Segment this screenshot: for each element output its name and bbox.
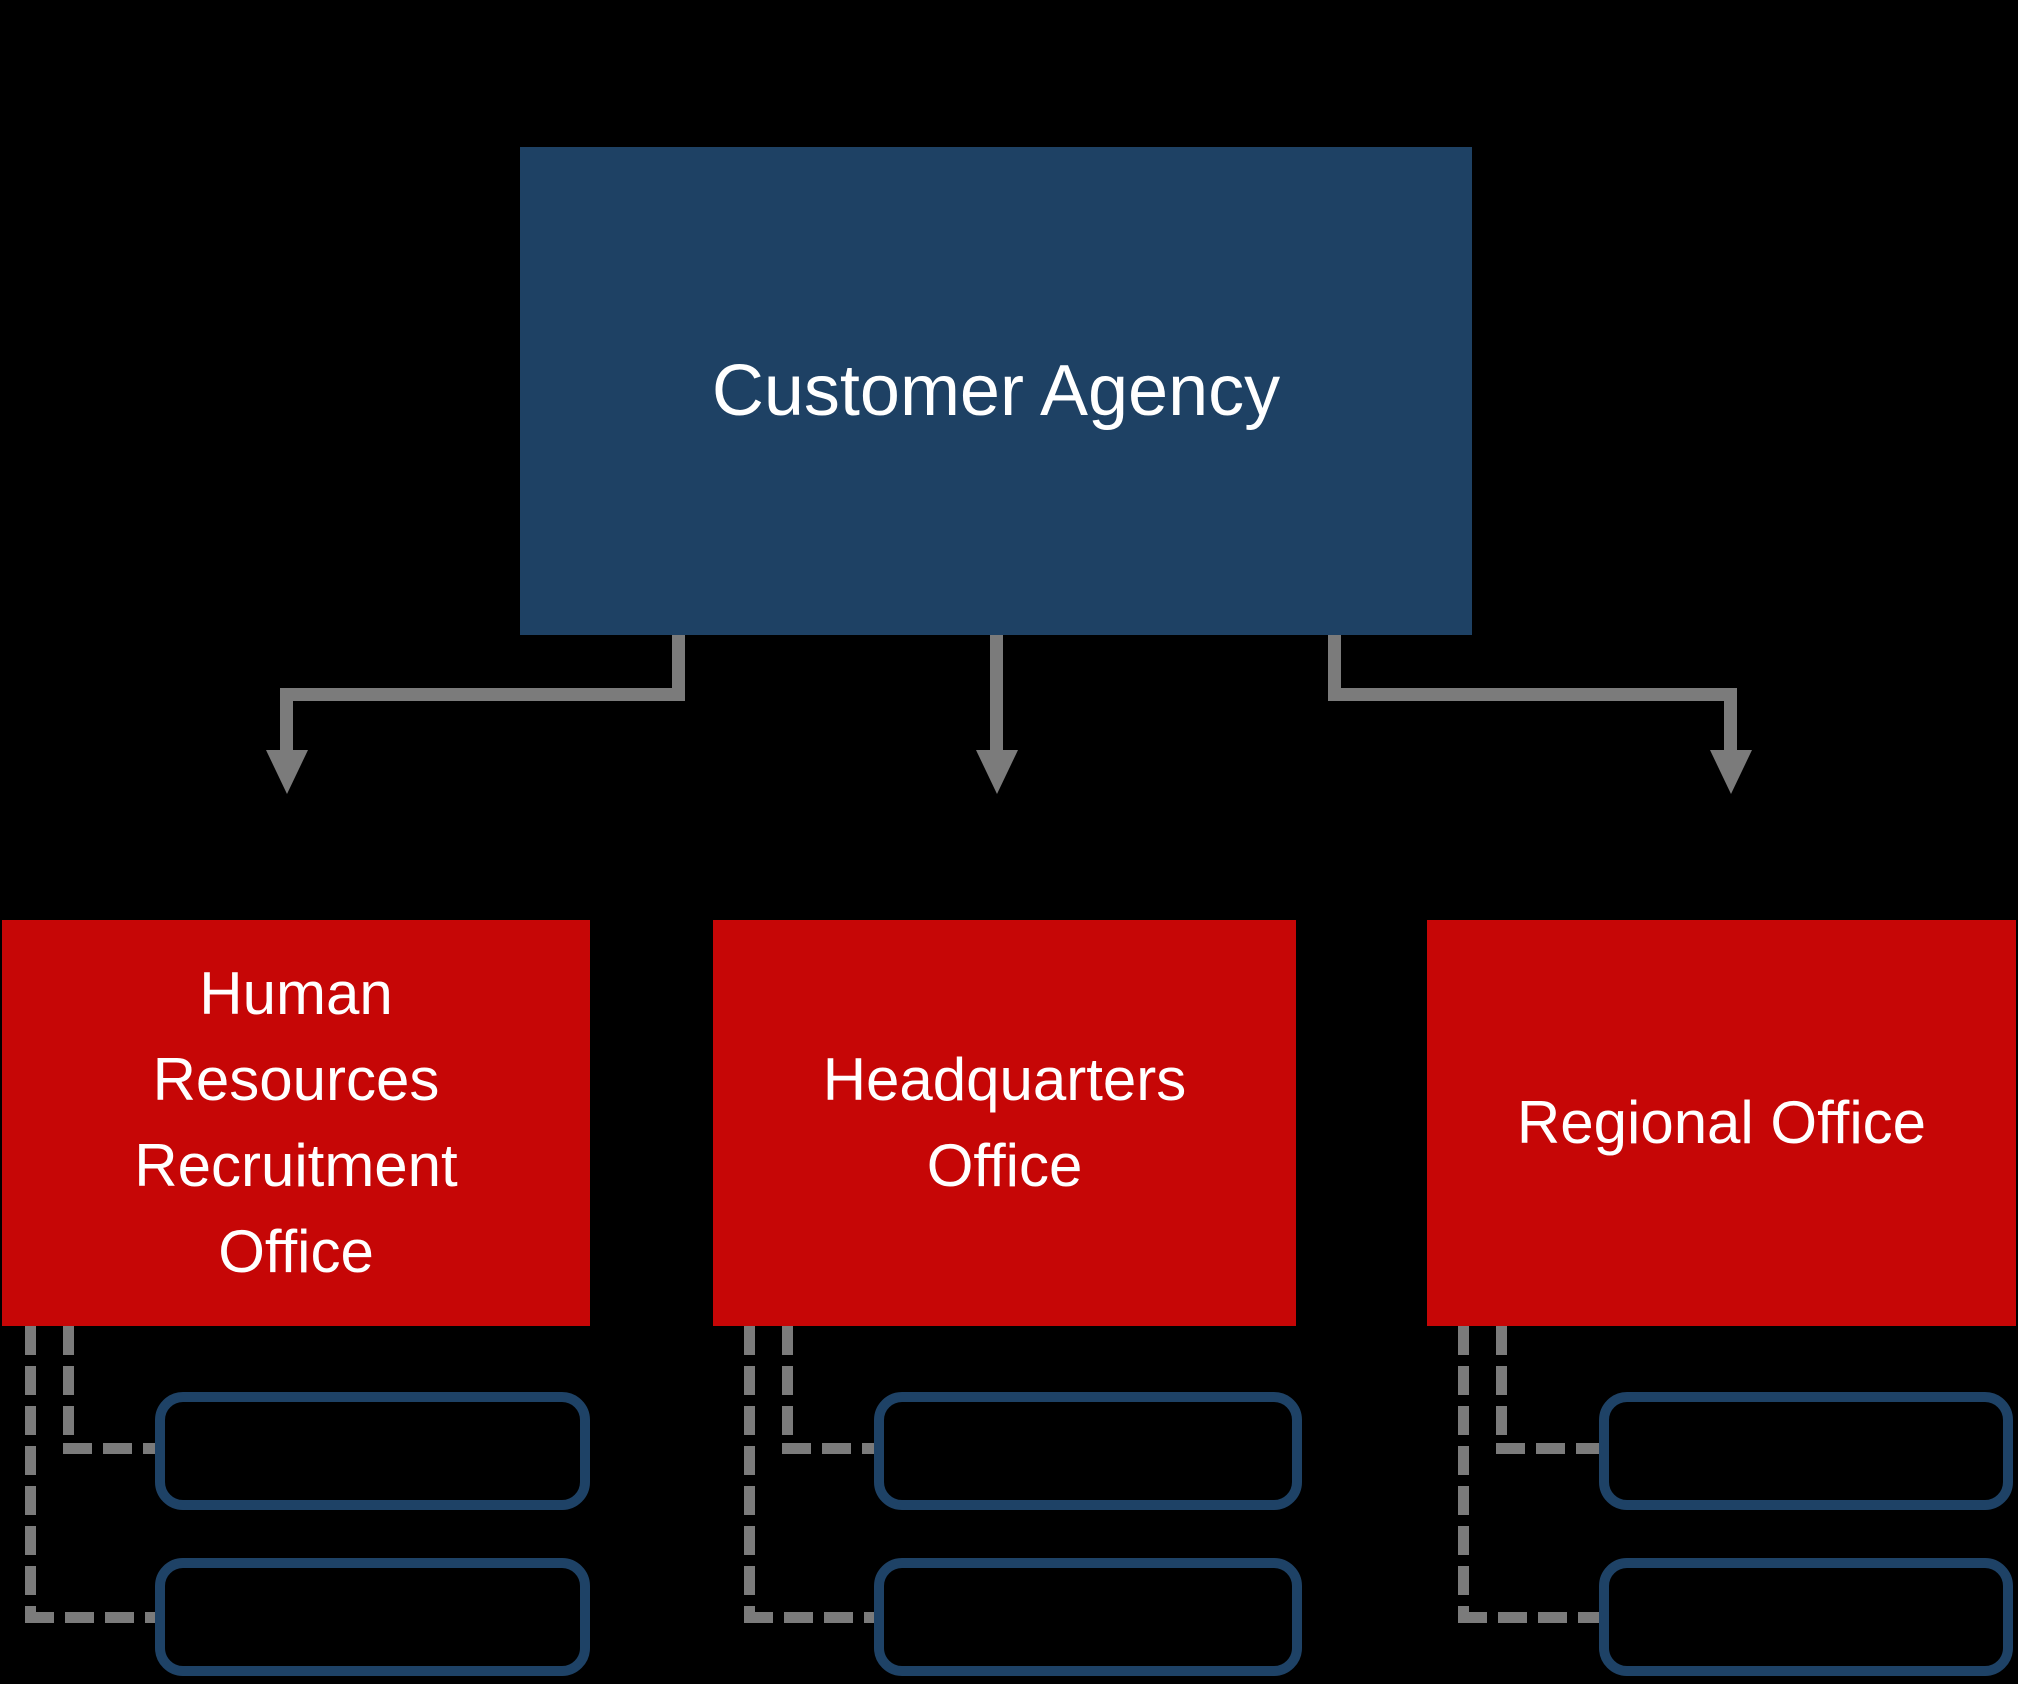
sub-box bbox=[874, 1558, 1302, 1676]
connector-left-horizontal bbox=[280, 688, 685, 701]
connector-right-stub bbox=[1328, 635, 1341, 701]
connector-left-drop bbox=[280, 701, 293, 752]
arrowhead-down-right bbox=[1710, 750, 1752, 794]
sub-box bbox=[874, 1392, 1302, 1510]
node-customer-agency-label: Customer Agency bbox=[711, 350, 1281, 431]
office-label-line: Recruitment bbox=[134, 1132, 458, 1199]
dashed-connector-horizontal bbox=[1458, 1612, 1599, 1623]
office-label-line: Office bbox=[218, 1218, 374, 1285]
node-headquarters-office: Headquarters Office bbox=[713, 920, 1296, 1326]
connector-middle-drop bbox=[990, 635, 1003, 752]
arrowhead-down-left bbox=[266, 750, 308, 794]
dashed-connector-horizontal bbox=[1496, 1443, 1599, 1454]
sub-box bbox=[155, 1558, 590, 1676]
sub-box bbox=[1599, 1392, 2013, 1510]
office-label-line: Resources bbox=[152, 1046, 440, 1113]
office-label-line: Office bbox=[926, 1132, 1083, 1199]
connector-left-stub bbox=[672, 635, 685, 701]
dashed-connector-vertical bbox=[1458, 1326, 1469, 1623]
dashed-connector-horizontal bbox=[744, 1612, 874, 1623]
dashed-connector-vertical bbox=[782, 1326, 793, 1454]
office-label-line: Regional Office bbox=[1516, 1089, 1927, 1156]
dashed-connector-vertical bbox=[1496, 1326, 1507, 1454]
office-label-line: Headquarters bbox=[822, 1046, 1187, 1113]
dashed-connector-horizontal bbox=[25, 1612, 155, 1623]
connector-right-drop bbox=[1724, 701, 1737, 752]
office-label-line: Human bbox=[199, 960, 393, 1027]
sub-box bbox=[155, 1392, 590, 1510]
dashed-connector-horizontal bbox=[63, 1443, 155, 1454]
node-customer-agency: Customer Agency bbox=[520, 147, 1472, 635]
connector-right-horizontal bbox=[1328, 688, 1737, 701]
node-regional-office: Regional Office bbox=[1427, 920, 2016, 1326]
sub-box bbox=[1599, 1558, 2013, 1676]
arrowhead-down-middle bbox=[976, 750, 1018, 794]
dashed-connector-horizontal bbox=[782, 1443, 874, 1454]
dashed-connector-vertical bbox=[744, 1326, 755, 1623]
node-human-resources-recruitment-office: Human Resources Recruitment Office bbox=[2, 920, 590, 1326]
dashed-connector-vertical bbox=[25, 1326, 36, 1623]
dashed-connector-vertical bbox=[63, 1326, 74, 1454]
